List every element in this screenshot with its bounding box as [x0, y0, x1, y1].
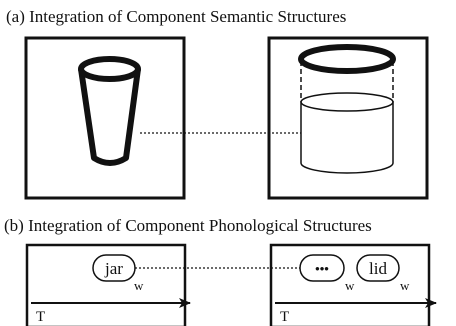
word-ellipsis-subscript: w	[345, 278, 355, 293]
panel-a	[24, 36, 429, 200]
word-lid: lid w	[356, 254, 410, 293]
panel-b-title: (b) Integration of Component Phonologica…	[4, 216, 372, 235]
phonology-box-left	[25, 243, 187, 326]
word-jar-subscript: w	[134, 278, 144, 293]
time-label-right: T	[280, 309, 289, 325]
cup-icon	[78, 56, 141, 166]
word-jar-label: jar	[104, 259, 123, 278]
word-jar: jar w	[92, 254, 144, 293]
time-label-left: T	[36, 309, 45, 325]
word-lid-subscript: w	[400, 278, 410, 293]
word-ellipsis-label: •••	[315, 261, 329, 276]
panel-a-title: (a) Integration of Component Semantic St…	[6, 7, 347, 26]
semantic-box-right	[267, 36, 429, 200]
semantic-box-left	[24, 36, 186, 200]
jar-icon	[298, 44, 396, 174]
panel-b: jar w ••• w lid w T T	[25, 243, 437, 326]
phonology-box-right	[269, 243, 431, 326]
word-lid-label: lid	[369, 259, 387, 278]
word-ellipsis: ••• w	[299, 254, 355, 293]
